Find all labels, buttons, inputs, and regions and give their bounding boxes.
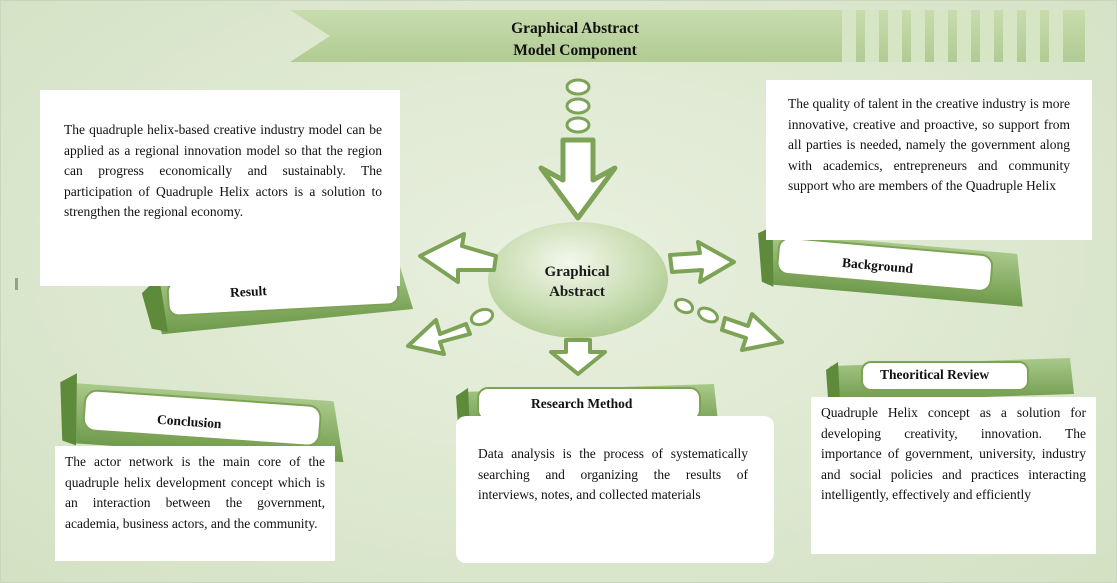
result-label: Result xyxy=(229,283,268,300)
page-title: Graphical Abstract Model Component xyxy=(430,18,720,62)
title-line-1: Graphical Abstract xyxy=(511,20,639,37)
down-arrow-icon xyxy=(538,137,618,221)
arrow-to-conclusion-icon xyxy=(406,307,495,356)
title-line-2: Model Component xyxy=(513,42,637,59)
left-edge-mark xyxy=(15,278,18,290)
research-method-text: Data analysis is the process of systemat… xyxy=(478,446,748,502)
conclusion-text: The actor network is the main core of th… xyxy=(65,454,325,531)
center-line-2: Abstract xyxy=(549,284,605,300)
title-banner xyxy=(290,10,1085,62)
arrow-to-theory-icon xyxy=(673,297,784,352)
result-text: The quadruple helix-based creative indus… xyxy=(64,122,382,219)
center-line-1: Graphical xyxy=(544,264,610,280)
center-label: Graphical Abstract xyxy=(522,262,632,302)
research-method-text-box: Data analysis is the process of systemat… xyxy=(456,416,774,563)
research-method-label: Research Method xyxy=(531,396,633,411)
arrow-to-background-icon xyxy=(668,240,736,284)
result-text-box: The quadruple helix-based creative indus… xyxy=(40,90,400,286)
conclusion-text-box: The actor network is the main core of th… xyxy=(55,446,335,561)
theoretical-review-text-box: Quadruple Helix concept as a solution fo… xyxy=(811,397,1096,554)
conclusion-tab xyxy=(60,373,344,463)
theoretical-review-text: Quadruple Helix concept as a solution fo… xyxy=(821,405,1086,502)
arrow-to-method-icon xyxy=(549,338,607,376)
background-tab xyxy=(758,226,1023,307)
theoretical-review-tab xyxy=(826,358,1074,402)
arrow-to-result-icon xyxy=(418,232,498,284)
background-text: The quality of talent in the creative in… xyxy=(788,96,1070,193)
chain-connector xyxy=(565,78,591,134)
background-text-box: The quality of talent in the creative in… xyxy=(766,80,1092,240)
theoretical-review-label: Theoritical Review xyxy=(880,367,990,382)
center-bubble xyxy=(488,222,668,338)
